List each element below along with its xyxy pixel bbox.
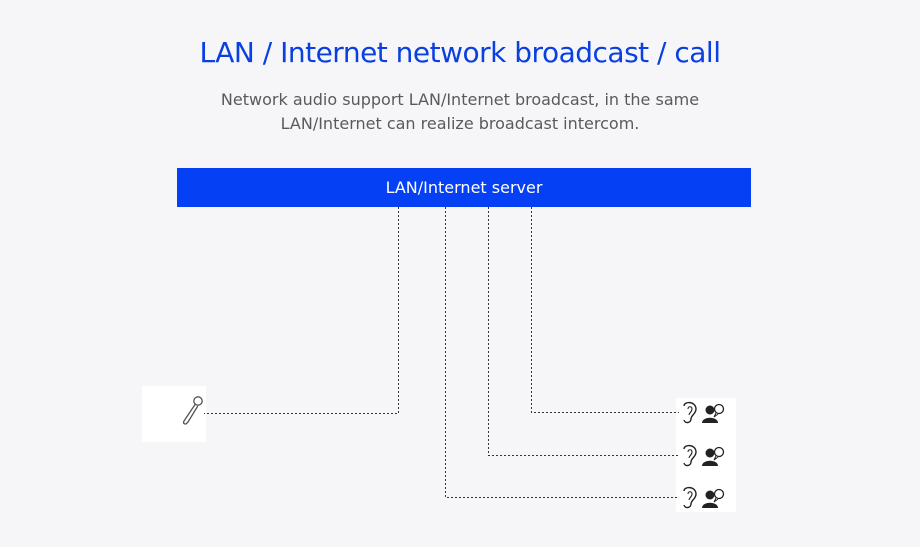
microphone-icon xyxy=(182,396,203,425)
endpoint-2 xyxy=(683,444,725,467)
speaking-person-icon xyxy=(702,403,725,423)
endpoint-1 xyxy=(683,401,725,424)
connection-lines xyxy=(204,207,679,498)
speaking-person-icon xyxy=(702,446,725,466)
connection-line-microphone xyxy=(204,207,399,414)
connection-line-endpoint-2 xyxy=(488,207,679,456)
connection-line-endpoint-3 xyxy=(445,207,679,498)
microphone-panel xyxy=(142,386,206,442)
speaking-person-icon xyxy=(702,488,725,508)
server-bar: LAN/Internet server xyxy=(177,168,751,207)
ear-icon xyxy=(683,444,697,467)
ear-icon xyxy=(683,401,697,424)
subtitle-line-2: LAN/Internet can realize broadcast inter… xyxy=(280,114,640,133)
connection-line-endpoint-1 xyxy=(531,207,679,413)
page-title: LAN / Internet network broadcast / call xyxy=(199,36,721,69)
ear-icon xyxy=(683,486,697,509)
endpoint-3 xyxy=(683,486,725,509)
subtitle-line-1: Network audio support LAN/Internet broad… xyxy=(220,90,700,109)
page-subtitle: Network audio support LAN/Internet broad… xyxy=(0,88,920,136)
